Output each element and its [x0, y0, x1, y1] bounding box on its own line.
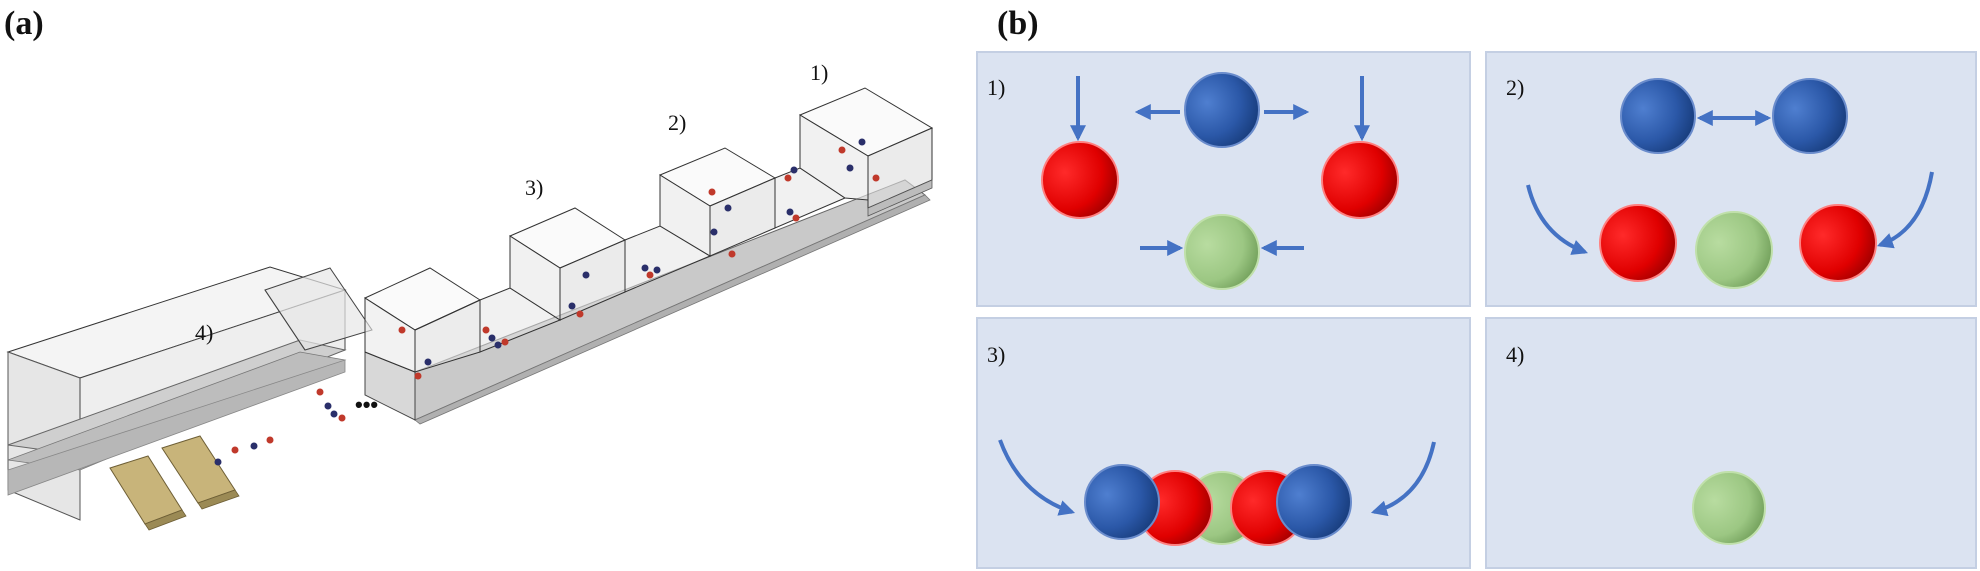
- step-label-3: 3): [525, 175, 543, 200]
- box-1-label: 1): [987, 75, 1005, 100]
- curved-arrow-icon: [1876, 171, 1934, 249]
- particle-red: [501, 338, 509, 346]
- particle-blue: [858, 138, 866, 146]
- green-particle: [1184, 214, 1260, 290]
- particle-blue: [494, 341, 502, 349]
- particle-blue: [710, 228, 718, 236]
- red-particle: [1799, 204, 1877, 282]
- particles-right: [398, 138, 880, 380]
- particle-red: [838, 146, 846, 154]
- particle-blue: [214, 458, 222, 466]
- box-3-label: 3): [987, 342, 1005, 367]
- particle-red: [646, 271, 654, 279]
- step-label-1: 1): [810, 60, 828, 85]
- particle-red: [398, 326, 406, 334]
- particle-red: [338, 414, 346, 422]
- microfluidic-channel-illustration: •••: [6, 60, 934, 531]
- particle-blue: [330, 410, 338, 418]
- curved-arrow-icon: [1370, 441, 1436, 517]
- particle-red: [728, 250, 736, 258]
- particle-red: [414, 372, 422, 380]
- particle-red: [784, 174, 792, 182]
- box-step-3: 3): [976, 317, 1471, 569]
- panel-b-label: (b): [997, 5, 1039, 42]
- blue-particle: [1084, 464, 1160, 540]
- particle-blue: [790, 166, 798, 174]
- electrode-2: [161, 435, 236, 504]
- particles-left: [214, 388, 346, 466]
- box-step-1: 1): [976, 51, 1471, 307]
- red-particle: [1321, 141, 1399, 219]
- particle-blue: [324, 402, 332, 410]
- box-2-label: 2): [1506, 75, 1524, 100]
- particle-red: [872, 174, 880, 182]
- channel-segment-right: [363, 87, 934, 425]
- particle-red: [316, 388, 324, 396]
- blue-particle: [1276, 464, 1352, 540]
- blue-particle: [1620, 78, 1696, 154]
- panel-a-label: (a): [4, 5, 44, 42]
- particle-blue: [724, 204, 732, 212]
- particle-red: [576, 310, 584, 318]
- particle-blue: [568, 302, 576, 310]
- green-particle: [1692, 471, 1766, 545]
- curved-arrow-icon: [998, 439, 1076, 516]
- box-step-4: 4): [1485, 317, 1977, 569]
- red-particle: [1041, 141, 1119, 219]
- particle-blue: [424, 358, 432, 366]
- particle-blue: [250, 442, 258, 450]
- red-particle: [1599, 204, 1677, 282]
- step-label-2: 2): [668, 110, 686, 135]
- particle-blue: [653, 266, 661, 274]
- blue-particle: [1184, 72, 1260, 148]
- particle-red: [792, 214, 800, 222]
- particle-red: [482, 326, 490, 334]
- particle-red: [708, 188, 716, 196]
- particle-blue: [582, 271, 590, 279]
- particle-blue: [846, 164, 854, 172]
- green-particle: [1695, 211, 1773, 289]
- channel-segment-left: [6, 266, 373, 521]
- particle-blue: [641, 264, 649, 272]
- step-label-4: 4): [195, 320, 213, 345]
- electrodes: [109, 435, 240, 531]
- curved-arrow-icon: [1526, 184, 1588, 255]
- particle-red: [231, 446, 239, 454]
- blue-particle: [1772, 78, 1848, 154]
- box-4-label: 4): [1506, 342, 1524, 367]
- particle-blue: [488, 334, 496, 342]
- box-step-2: 2): [1485, 51, 1977, 307]
- particle-red: [266, 436, 274, 444]
- particle-blue: [786, 208, 794, 216]
